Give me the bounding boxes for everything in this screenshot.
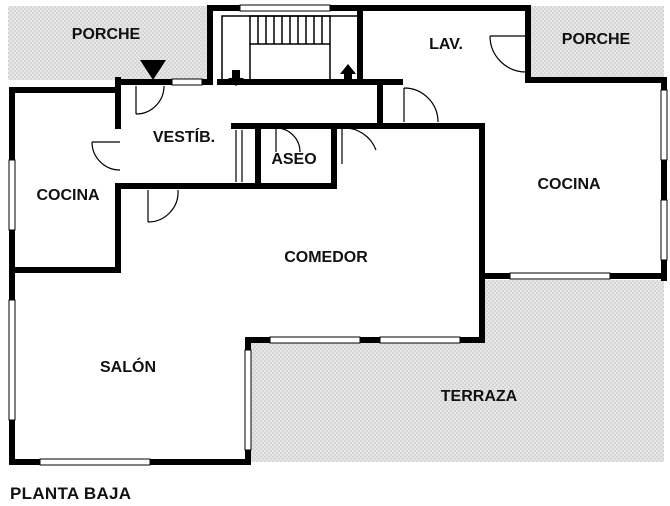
stair-arrow-down-icon — [228, 70, 244, 86]
label-salon: SALÓN — [100, 357, 156, 376]
entrance-arrow-icon — [140, 60, 166, 80]
label-porche-left: PORCHE — [72, 26, 141, 43]
porche-left-area — [8, 6, 208, 80]
porche-right-area — [530, 6, 664, 80]
stair-arrow-up-icon — [340, 64, 356, 84]
label-vestibulo: VESTÍB. — [153, 127, 215, 146]
label-comedor: COMEDOR — [284, 249, 368, 266]
label-porche-right: PORCHE — [562, 31, 631, 48]
terraza-area — [250, 280, 664, 462]
plan-title: PLANTA BAJA — [10, 484, 132, 503]
label-terraza: TERRAZA — [441, 388, 518, 405]
label-lav: LAV. — [429, 36, 463, 53]
label-cocina-left: COCINA — [36, 187, 100, 204]
label-cocina-right: COCINA — [537, 176, 601, 193]
windows — [8, 4, 668, 466]
doors — [91, 35, 527, 223]
label-aseo: ASEO — [271, 151, 316, 168]
stairs — [221, 15, 359, 83]
